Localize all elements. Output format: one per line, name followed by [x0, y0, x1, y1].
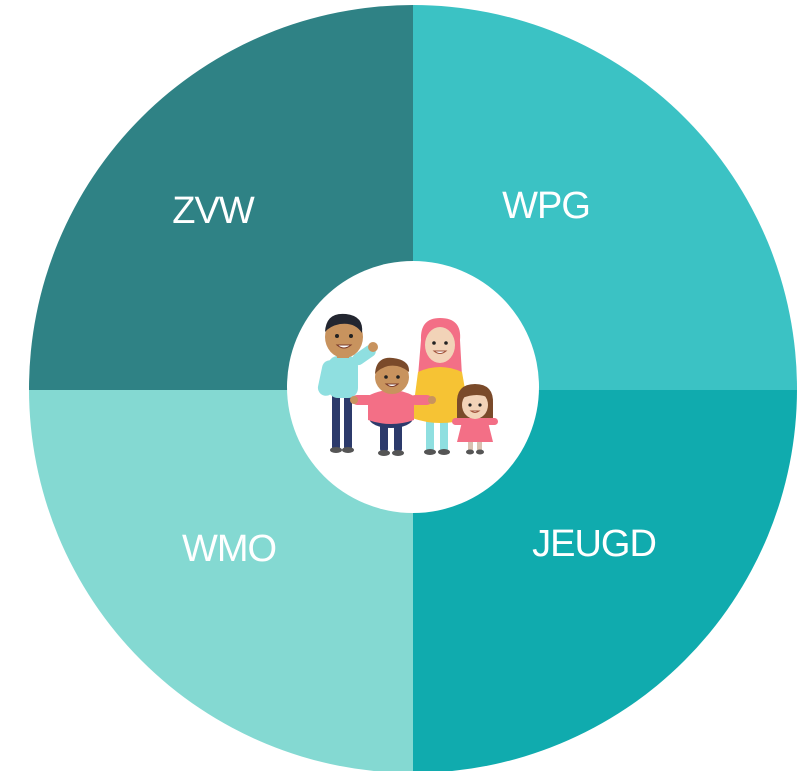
girl-figure — [452, 384, 498, 455]
segment-label-jeugd: JEUGD — [532, 523, 656, 565]
segment-label-wmo: WMO — [182, 528, 276, 570]
father-figure — [317, 313, 378, 453]
mother-figure — [412, 318, 470, 455]
boy-figure — [350, 357, 436, 456]
family-icon — [317, 313, 498, 456]
segment-label-wpg: WPG — [502, 185, 590, 227]
segment-label-zvw: ZVW — [172, 190, 255, 232]
